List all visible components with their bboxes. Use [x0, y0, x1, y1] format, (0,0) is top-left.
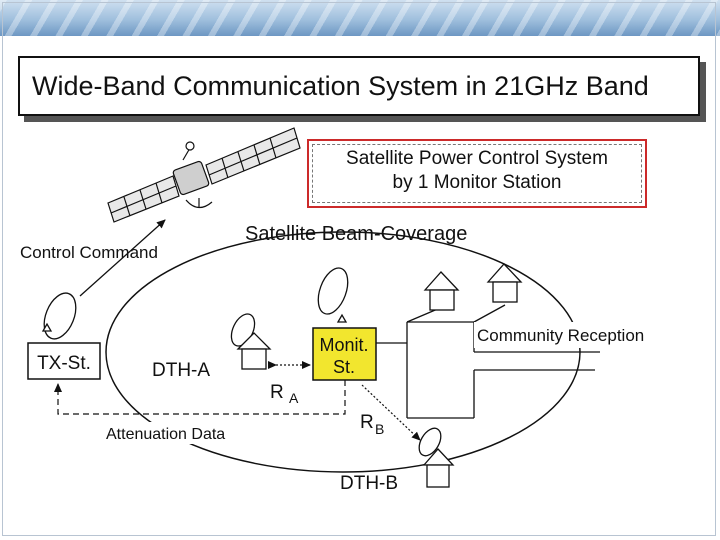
callout-line-1: Satellite Power Control System — [346, 148, 608, 169]
control-command-arrow — [79, 219, 166, 297]
slide-title: Wide-Band Communication System in 21GHz … — [32, 70, 649, 101]
dth-b-dish-icon — [418, 427, 442, 457]
distribution-network — [376, 304, 600, 419]
rb-label: R — [360, 412, 374, 433]
dth-b-label: DTH-B — [340, 473, 398, 494]
dth-a-house-icon — [236, 332, 272, 370]
ra-label: R — [270, 382, 284, 403]
callout-dashed-border — [312, 144, 642, 203]
community-house-icon-1 — [423, 271, 460, 311]
community-reception-label: Community Reception — [477, 326, 644, 345]
dth-b-house-icon — [422, 448, 455, 488]
attenuation-label-bg — [104, 422, 252, 444]
ra-subscript: A — [289, 390, 299, 406]
callout-line-2: by 1 Monitor Station — [392, 172, 562, 193]
community-label-box — [474, 322, 664, 348]
monitor-dish-icon — [317, 267, 349, 323]
coverage-label: Satellite Beam-Coverage — [245, 223, 467, 245]
callout-box: Satellite Power Control System by 1 Moni… — [307, 139, 647, 208]
satellite-icon — [107, 127, 301, 223]
tx-station-box — [27, 342, 101, 380]
header-banner — [0, 0, 720, 36]
monitor-station-label-line2: St. — [333, 357, 355, 377]
monitor-station-label-line1: Monit. — [319, 335, 368, 355]
attenuation-data-label: Attenuation Data — [106, 426, 225, 443]
rb-subscript: B — [375, 421, 384, 437]
tx-dish-icon — [41, 292, 77, 340]
satellite-body — [172, 141, 213, 209]
attenuation-data-path — [54, 380, 346, 415]
rb-dotted-arrow — [361, 384, 421, 441]
tx-station-label: TX-St. — [37, 353, 91, 374]
banner-streaks — [0, 0, 720, 36]
monitor-station-box — [312, 327, 377, 381]
control-command-label: Control Command — [20, 243, 158, 262]
solar-panel-upper — [205, 127, 301, 185]
title-box: Wide-Band Communication System in 21GHz … — [18, 56, 700, 116]
dth-a-label: DTH-A — [152, 360, 210, 381]
community-house-icon-2 — [486, 263, 523, 303]
solar-panel-lower — [107, 175, 180, 223]
